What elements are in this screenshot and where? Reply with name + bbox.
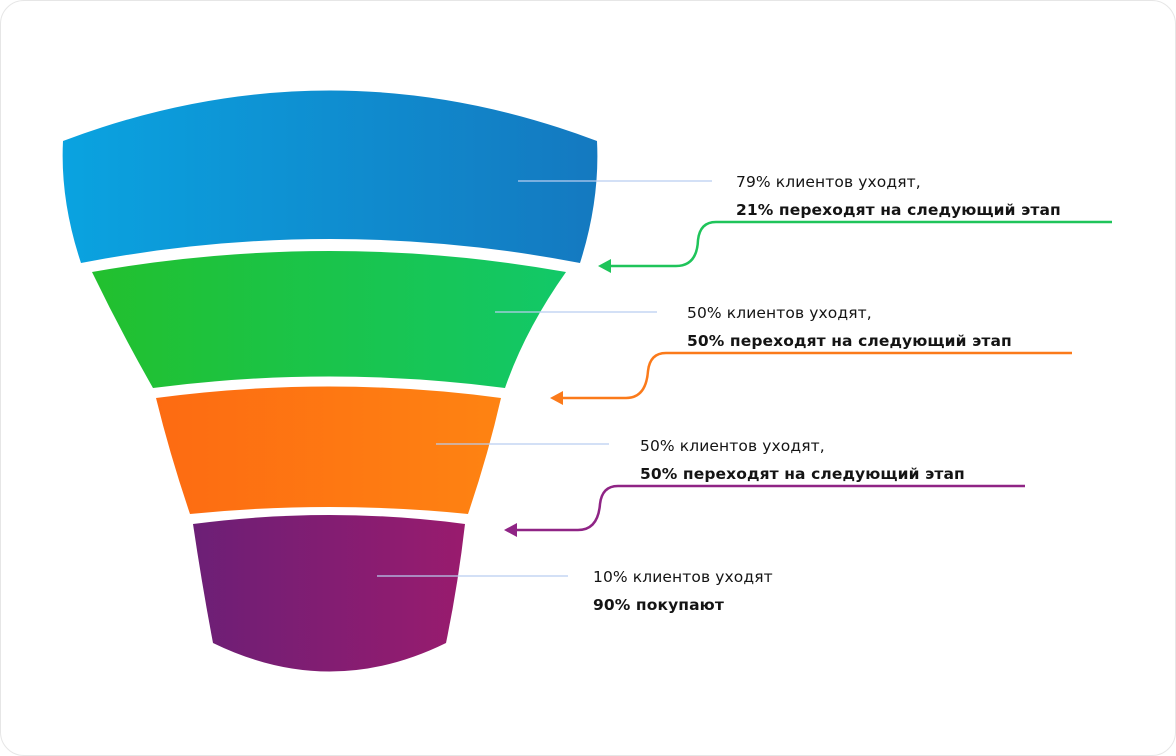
arrow-head-icon	[550, 391, 563, 405]
funnel-stage-2	[92, 251, 566, 388]
stage-2-leave-text: 50% клиентов уходят,	[687, 304, 872, 322]
arrow-connector-1	[598, 220, 1112, 273]
stage-3-leave-text: 50% клиентов уходят,	[640, 437, 825, 455]
arrow-head-icon	[504, 523, 517, 537]
arrow-connector-2	[550, 351, 1072, 405]
funnel-stage-3	[156, 386, 501, 514]
stage-4-leave-text: 10% клиентов уходят	[593, 568, 773, 586]
stage-1-pass-text: 21% переходят на следующий этап	[736, 201, 1061, 219]
stage-1-caption: 79% клиентов уходят, 21% переходят на сл…	[736, 170, 1061, 222]
funnel-stage-4	[193, 515, 465, 672]
stage-4-caption: 10% клиентов уходят 90% покупают	[593, 565, 773, 617]
stage-4-pass-text: 90% покупают	[593, 596, 724, 614]
stage-2-caption: 50% клиентов уходят, 50% переходят на сл…	[687, 301, 1012, 353]
stage-2-pass-text: 50% переходят на следующий этап	[687, 332, 1012, 350]
stage-1-leave-text: 79% клиентов уходят,	[736, 173, 921, 191]
stage-3-caption: 50% клиентов уходят, 50% переходят на сл…	[640, 434, 965, 486]
stage-3-pass-text: 50% переходят на следующий этап	[640, 465, 965, 483]
funnel-stage-1	[62, 90, 598, 263]
arrow-head-icon	[598, 259, 611, 273]
arrow-connector-3	[504, 484, 1025, 537]
